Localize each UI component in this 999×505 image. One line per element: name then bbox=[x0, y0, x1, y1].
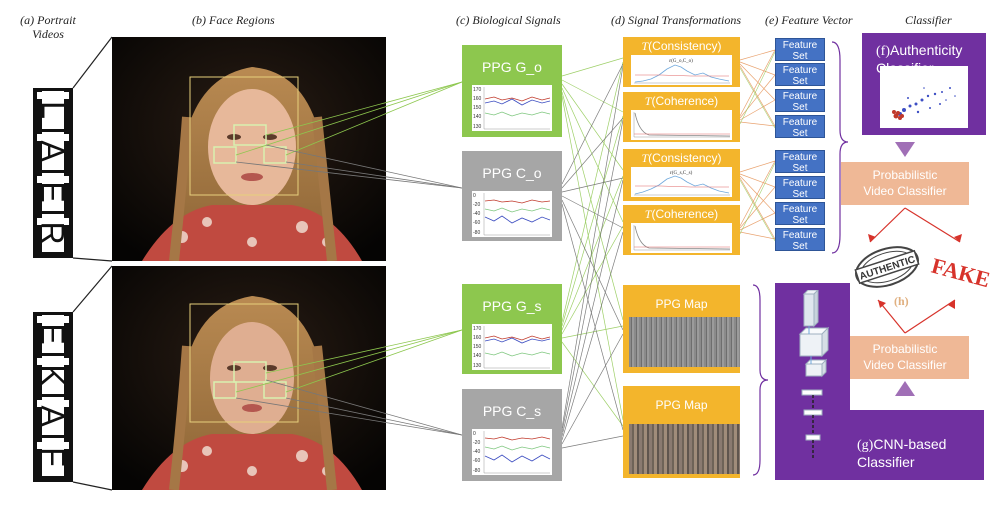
header-classifier: Classifier bbox=[905, 13, 952, 27]
cnn-classifier-panel-extension bbox=[775, 410, 984, 480]
svg-text:130: 130 bbox=[473, 363, 482, 369]
svg-text:170: 170 bbox=[473, 87, 482, 93]
transform-label: T(Consistency) bbox=[641, 151, 722, 165]
signal-plot: 170 160 150 140 130 bbox=[472, 324, 552, 370]
signal-box-ppg-g-s: PPG G_s 170 160 150 140 130 bbox=[462, 284, 562, 374]
scatter-plot bbox=[880, 66, 968, 128]
transform-label: T(Coherence) bbox=[644, 207, 719, 221]
feature-set: Feature Set bbox=[775, 89, 825, 113]
ppg-map-label: PPG Map bbox=[655, 398, 708, 412]
h-label: (h) bbox=[894, 294, 909, 308]
svg-text:-20: -20 bbox=[473, 440, 480, 446]
svg-text:-60: -60 bbox=[473, 220, 480, 226]
ppg-map-label: PPG Map bbox=[655, 297, 708, 311]
svg-text:170: 170 bbox=[473, 326, 482, 332]
feature-set: Feature Set bbox=[775, 228, 825, 252]
transform-plot: ε(G_o,C_o) bbox=[631, 55, 732, 85]
feature-set: Feature Set bbox=[775, 176, 825, 200]
film-strip-real: L A E R bbox=[33, 88, 73, 258]
svg-text:FAKE: FAKE bbox=[929, 253, 993, 292]
svg-text:-40: -40 bbox=[473, 211, 480, 217]
header-signal-transformations: (d) Signal Transformations bbox=[611, 13, 742, 27]
svg-text:AUTHENTIC: AUTHENTIC bbox=[858, 254, 916, 282]
signal-label: PPG C_o bbox=[482, 165, 542, 181]
feature-set: Feature Set bbox=[775, 202, 825, 226]
svg-text:160: 160 bbox=[473, 96, 482, 102]
transform-label: T(Consistency) bbox=[641, 39, 722, 53]
header-portrait-videos: (a) Portrait Videos bbox=[20, 13, 76, 41]
svg-text:0: 0 bbox=[473, 193, 476, 199]
svg-text:-20: -20 bbox=[473, 202, 480, 208]
header-biological-signals: (c) Biological Signals bbox=[456, 13, 561, 27]
transform-plot bbox=[631, 110, 732, 140]
signal-label: PPG G_o bbox=[482, 59, 542, 75]
transform-coherence-fake: T(Coherence) bbox=[623, 205, 740, 255]
header-face-regions: (b) Face Regions bbox=[192, 13, 275, 27]
feature-set: Feature Set bbox=[775, 38, 825, 62]
transform-consistency-fake: T(Consistency) ε(G_s,C_s) bbox=[623, 149, 740, 201]
real-face-image bbox=[112, 37, 386, 261]
svg-text:150: 150 bbox=[473, 105, 482, 111]
signal-plot: 170 160 150 140 130 bbox=[472, 85, 552, 131]
fake-stamp: FAKE bbox=[928, 252, 994, 293]
transform-consistency-real: T(Consistency) ε(G_o,C_o) bbox=[623, 37, 740, 87]
feature-set: Feature Set bbox=[775, 115, 825, 139]
authenticity-classifier-panel: (f)Authenticity Classifier bbox=[862, 33, 986, 135]
svg-text:-40: -40 bbox=[473, 449, 480, 455]
cnn-classifier-title: (g)CNN-based Classifier bbox=[857, 436, 947, 470]
svg-text:150: 150 bbox=[473, 344, 482, 350]
svg-text:140: 140 bbox=[473, 353, 482, 359]
ppg-map-image bbox=[629, 424, 740, 474]
ppg-map-real: PPG Map bbox=[623, 285, 740, 373]
svg-text:0: 0 bbox=[473, 431, 476, 437]
svg-text:-80: -80 bbox=[473, 230, 480, 236]
feature-set: Feature Set bbox=[775, 150, 825, 174]
svg-text:140: 140 bbox=[473, 114, 482, 120]
header-feature-vector: (e) Feature Vector bbox=[765, 13, 853, 27]
signal-box-ppg-c-s: PPG C_s 0 -20 -40 -60 -80 bbox=[462, 389, 562, 481]
svg-text:130: 130 bbox=[473, 124, 482, 130]
signal-label: PPG G_s bbox=[482, 298, 542, 314]
signal-box-ppg-c-o: PPG C_o 0 -20 -40 -60 -80 bbox=[462, 151, 562, 241]
svg-text:160: 160 bbox=[473, 335, 482, 341]
signal-label: PPG C_s bbox=[482, 403, 542, 419]
svg-text:-80: -80 bbox=[473, 468, 480, 474]
ppg-map-fake: PPG Map bbox=[623, 386, 740, 478]
svg-text:-60: -60 bbox=[473, 458, 480, 464]
transform-label: T(Coherence) bbox=[644, 94, 719, 108]
signal-plot: 0 -20 -40 -60 -80 bbox=[472, 429, 552, 475]
feature-set: Feature Set bbox=[775, 63, 825, 87]
fake-face-image bbox=[112, 266, 386, 490]
film-strip-fake: E K A F bbox=[33, 312, 73, 482]
authentic-stamp: AUTHENTIC bbox=[852, 245, 922, 289]
signal-box-ppg-g-o: PPG G_o 170 160 150 140 130 bbox=[462, 45, 562, 137]
signal-plot: 0 -20 -40 -60 -80 bbox=[472, 191, 552, 237]
cnn-architecture-icon bbox=[790, 288, 838, 460]
ppg-map-image bbox=[629, 317, 740, 367]
svg-text:ε(G_s,C_s): ε(G_s,C_s) bbox=[670, 171, 693, 176]
svg-text:ε(G_o,C_o): ε(G_o,C_o) bbox=[669, 59, 693, 64]
transform-plot: ε(G_s,C_s) bbox=[631, 167, 732, 197]
transform-plot bbox=[631, 223, 732, 253]
transform-coherence-real: T(Coherence) bbox=[623, 92, 740, 142]
